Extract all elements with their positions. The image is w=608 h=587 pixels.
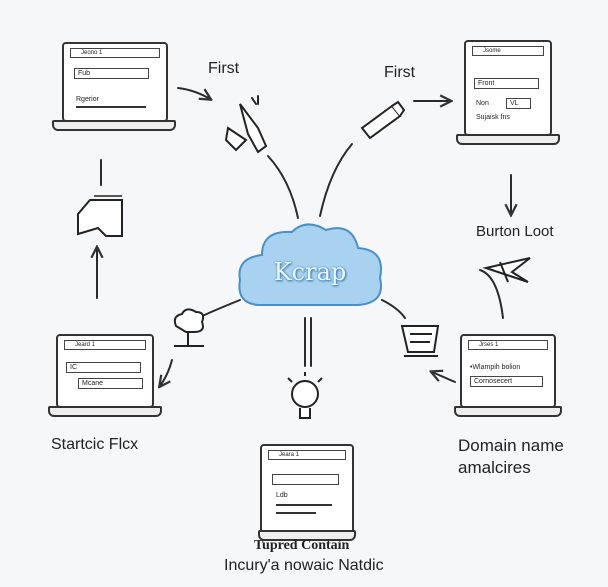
label-bottom-center-1: Tupred Contain xyxy=(254,538,350,553)
laptop-bottom-center: Jeara 1 Ldb xyxy=(258,444,356,541)
input-field xyxy=(272,474,339,485)
label-top-right: First xyxy=(384,64,416,81)
laptop-top-right: Jsome Front Non VL Sujaisk fns xyxy=(456,40,560,146)
laptop-base xyxy=(456,134,560,145)
label-bottom-right-2: amalcires xyxy=(458,458,531,477)
row-text: Rgerior xyxy=(76,96,99,103)
label-bottom-center-2: Incury'a nowaic Natdic xyxy=(224,557,384,574)
cloud-label: Kcrap xyxy=(273,258,347,286)
row-text: Sujaisk fns xyxy=(476,114,510,121)
window-title: Jsome xyxy=(472,46,544,56)
cloud-shape xyxy=(238,223,382,306)
input-field: Front xyxy=(474,78,539,89)
row-value: VL xyxy=(506,98,531,109)
window-title: Jeono 1 xyxy=(70,48,160,58)
laptop-base xyxy=(48,406,162,417)
laptop-top-left: Jeono 1 Fub Rgerior xyxy=(52,42,178,132)
label-bottom-right-1: Domain name xyxy=(458,436,564,455)
row-text: •Wlampih bolion xyxy=(470,364,521,371)
underline-bar xyxy=(276,504,332,506)
laptop-bottom-left: Jeard 1 IC Mcane xyxy=(48,334,162,418)
laptop-base xyxy=(258,530,356,541)
laptop-bottom-right: Jrses 1 •Wlampih bolion Cornosecert xyxy=(454,334,562,418)
label-top-left: First xyxy=(208,60,240,77)
laptop-base xyxy=(52,120,176,131)
row-text: Ldb xyxy=(276,492,288,499)
underline-bar xyxy=(276,512,316,514)
input-field: IC xyxy=(66,362,141,373)
window-title: Jeard 1 xyxy=(64,340,146,350)
secondary-field: Mcane xyxy=(78,378,143,389)
label-right-middle: Burton Loot xyxy=(476,223,554,240)
input-field: Cornosecert xyxy=(470,376,543,387)
laptop-base xyxy=(454,406,562,417)
window-title: Jeara 1 xyxy=(268,450,346,460)
label-bottom-left: Startcic Flcx xyxy=(51,436,139,453)
underline-bar xyxy=(76,106,146,108)
input-field: Fub xyxy=(74,68,149,79)
row-label: Non xyxy=(476,100,489,107)
window-title: Jrses 1 xyxy=(468,340,548,350)
